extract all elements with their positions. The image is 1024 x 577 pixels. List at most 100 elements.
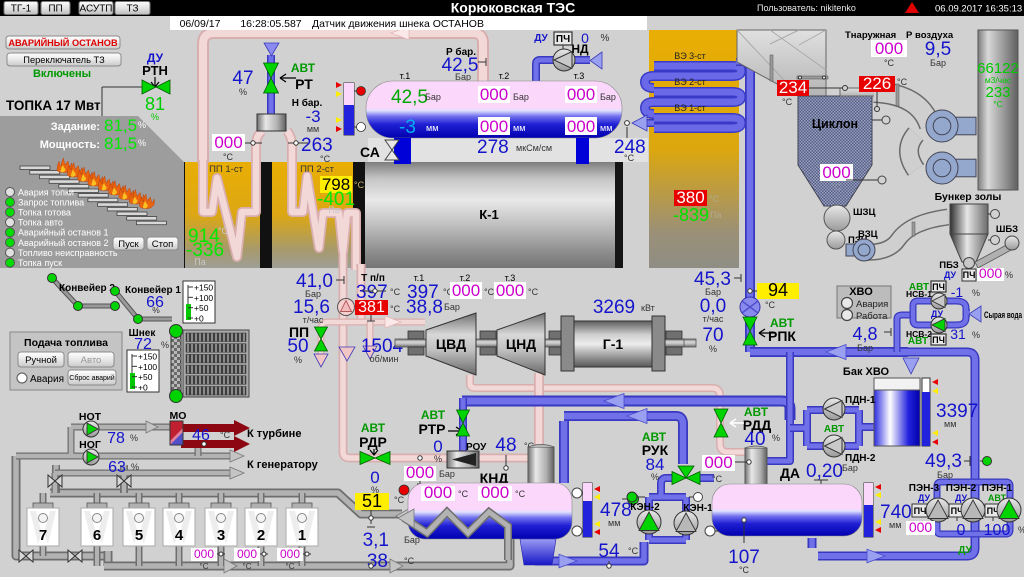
svg-text:84: 84 bbox=[646, 455, 665, 474]
svg-text:81: 81 bbox=[145, 94, 165, 114]
svg-text:Бар: Бар bbox=[705, 287, 721, 297]
svg-text:ВЭ 1-ст: ВЭ 1-ст bbox=[674, 103, 706, 113]
svg-text:°С: °С bbox=[709, 194, 720, 204]
svg-text:°С: °С bbox=[394, 495, 405, 505]
svg-text:К турбине: К турбине bbox=[247, 428, 301, 440]
svg-text:000: 000 bbox=[822, 163, 850, 182]
svg-text:РДР: РДР bbox=[359, 434, 387, 450]
svg-text:ВЗЦ: ВЗЦ bbox=[858, 229, 878, 240]
svg-text:+50: +50 bbox=[138, 372, 153, 382]
svg-text:%: % bbox=[131, 462, 139, 472]
svg-text:об/мин: об/мин bbox=[370, 354, 399, 364]
svg-text:°С: °С bbox=[320, 154, 331, 164]
svg-text:ПЧ: ПЧ bbox=[556, 34, 570, 45]
svg-text:Шнек: Шнек bbox=[129, 328, 157, 339]
svg-text:Бар: Бар bbox=[455, 72, 471, 82]
svg-text:66: 66 bbox=[146, 294, 164, 311]
svg-text:0: 0 bbox=[370, 468, 379, 487]
svg-text:°С: °С bbox=[515, 489, 526, 499]
svg-text:Па: Па bbox=[194, 257, 205, 267]
svg-text:ПЧ: ПЧ bbox=[914, 506, 927, 516]
svg-text:ПЭН-1: ПЭН-1 bbox=[982, 483, 1013, 494]
svg-text:ДУ: ДУ bbox=[955, 493, 968, 503]
svg-text:т.1: т.1 bbox=[400, 71, 411, 81]
svg-text:Бар: Бар bbox=[857, 343, 873, 353]
svg-text:%: % bbox=[239, 87, 247, 97]
svg-text:Подача топлива: Подача топлива bbox=[24, 337, 108, 349]
svg-text:ДУ: ДУ bbox=[958, 545, 972, 556]
svg-text:ДУ: ДУ bbox=[918, 493, 931, 503]
svg-text:Р бар.: Р бар. bbox=[446, 46, 476, 58]
svg-text:Сброс аварий: Сброс аварий bbox=[69, 374, 115, 382]
svg-text:°С: °С bbox=[884, 58, 895, 68]
svg-text:°С: °С bbox=[286, 562, 295, 571]
svg-text:4: 4 bbox=[175, 527, 184, 544]
svg-text:Циклон: Циклон bbox=[812, 117, 858, 131]
svg-text:Аварийный останов 2: Аварийный останов 2 bbox=[18, 238, 109, 248]
svg-text:ДУ: ДУ bbox=[147, 51, 164, 65]
svg-text:Топка авто: Топка авто bbox=[18, 218, 63, 228]
svg-text:ТЗ: ТЗ bbox=[126, 4, 138, 15]
svg-text:°С: °С bbox=[390, 304, 401, 314]
svg-text:+0: +0 bbox=[194, 314, 204, 324]
svg-text:2: 2 bbox=[257, 527, 265, 544]
svg-text:000: 000 bbox=[214, 133, 242, 152]
svg-text:°С: °С bbox=[765, 300, 776, 310]
svg-text:Пуск: Пуск bbox=[118, 239, 139, 250]
svg-text:ШБЗ: ШБЗ bbox=[996, 224, 1018, 235]
svg-text:НСВ-1: НСВ-1 bbox=[906, 289, 932, 299]
svg-text:Топка пуск: Топка пуск bbox=[18, 258, 62, 268]
svg-text:000: 000 bbox=[280, 547, 300, 561]
svg-text:т.1: т.1 bbox=[414, 273, 425, 283]
svg-text:1504: 1504 bbox=[361, 336, 404, 357]
svg-text:000: 000 bbox=[704, 453, 732, 472]
svg-text:ПП 1-ст: ПП 1-ст bbox=[209, 164, 243, 175]
svg-text:%: % bbox=[772, 433, 780, 443]
svg-text:000: 000 bbox=[909, 519, 933, 535]
svg-text:°С: °С bbox=[524, 441, 535, 451]
svg-text:ПДН-1: ПДН-1 bbox=[845, 395, 876, 406]
svg-text:Топливо неисправность: Топливо неисправность bbox=[18, 248, 118, 258]
svg-text:40: 40 bbox=[744, 429, 765, 450]
svg-text:278: 278 bbox=[477, 137, 509, 158]
svg-text:АВАРИЙНЫЙ ОСТАНОВ: АВАРИЙНЫЙ ОСТАНОВ bbox=[8, 37, 118, 48]
svg-text:Конвейер 2: Конвейер 2 bbox=[59, 283, 115, 294]
svg-text:263: 263 bbox=[301, 135, 333, 156]
svg-text:-401: -401 bbox=[317, 189, 355, 210]
svg-text:мм: мм bbox=[307, 124, 319, 134]
svg-text:°С: °С bbox=[528, 287, 539, 297]
svg-text:Бар: Бар bbox=[937, 470, 953, 480]
svg-text:-1: -1 bbox=[951, 284, 964, 300]
svg-text:АВТ: АВТ bbox=[909, 282, 929, 293]
svg-text:3269: 3269 bbox=[593, 297, 635, 318]
svg-text:38: 38 bbox=[367, 551, 388, 572]
svg-text:78: 78 bbox=[107, 430, 125, 447]
svg-text:мм: мм bbox=[600, 123, 612, 133]
svg-text:%: % bbox=[152, 305, 160, 315]
svg-text:Включены: Включены bbox=[33, 68, 91, 80]
svg-text:6: 6 bbox=[93, 527, 101, 544]
svg-text:9,5: 9,5 bbox=[925, 39, 951, 60]
svg-text:234: 234 bbox=[779, 78, 807, 97]
svg-text:54: 54 bbox=[598, 541, 620, 562]
svg-text:т/час: т/час bbox=[703, 314, 724, 324]
svg-text:Стоп: Стоп bbox=[152, 239, 174, 250]
svg-text:Р воздуха: Р воздуха bbox=[906, 30, 954, 41]
svg-text:233: 233 bbox=[985, 84, 1010, 101]
svg-text:ПЭН-2: ПЭН-2 bbox=[946, 483, 977, 494]
svg-text:ПБЗ: ПБЗ bbox=[939, 260, 959, 271]
svg-text:%: % bbox=[434, 454, 442, 464]
svg-text:Т п/п: Т п/п bbox=[361, 273, 385, 284]
svg-text:Н бар.: Н бар. bbox=[292, 97, 323, 109]
svg-text:5: 5 bbox=[135, 527, 143, 544]
svg-text:+100: +100 bbox=[194, 293, 213, 303]
svg-text:Датчик движения шнека ОСТАНОВ: Датчик движения шнека ОСТАНОВ bbox=[312, 18, 484, 30]
svg-text:0: 0 bbox=[957, 522, 966, 539]
svg-text:+100: +100 bbox=[138, 362, 157, 372]
svg-text:°С: °С bbox=[993, 99, 1003, 109]
svg-text:АВТ: АВТ bbox=[744, 405, 769, 419]
svg-text:70: 70 bbox=[702, 325, 723, 346]
svg-text:72: 72 bbox=[134, 336, 152, 353]
svg-text:+150: +150 bbox=[194, 283, 213, 293]
svg-text:°С: °С bbox=[897, 77, 908, 87]
